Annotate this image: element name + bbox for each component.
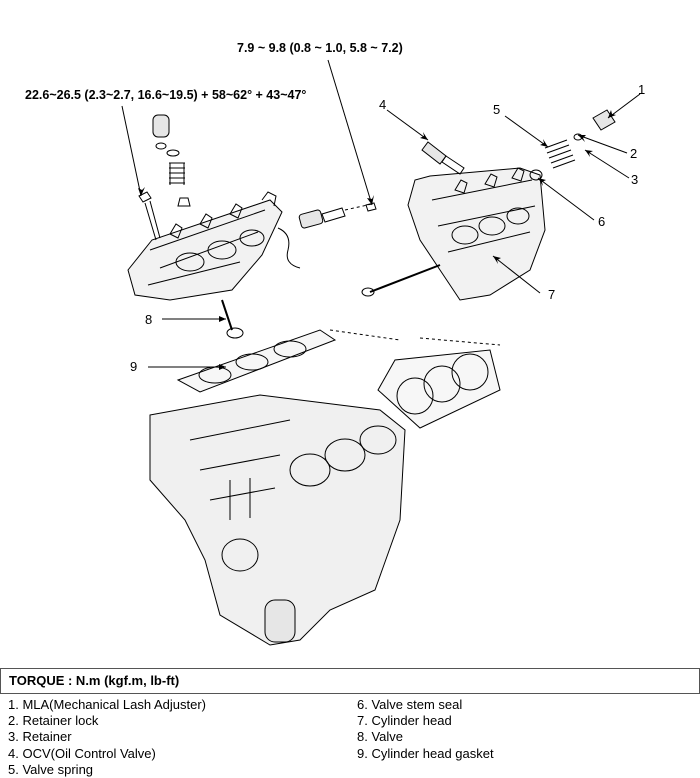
left-cylinder-head (127, 191, 301, 301)
torque-unit-title: TORQUE : N.m (kgf.m, lb-ft) (9, 673, 180, 688)
leader-arrowheads (138, 110, 616, 370)
legend-item: 8. Valve (357, 729, 404, 745)
legend-right-column: 6. Valve stem seal 7. Cylinder head 8. V… (357, 697, 494, 762)
callout-7: 7 (548, 287, 556, 302)
callout-5: 5 (493, 102, 501, 117)
head-bolt-torque-label: 22.6~26.5 (2.3~2.7, 16.6~19.5) + 58~62° … (25, 88, 307, 102)
right-valve (361, 264, 441, 297)
callout-1: 1 (638, 82, 646, 97)
callout-9: 9 (130, 359, 138, 374)
callout-2: 2 (630, 146, 638, 161)
left-valve-parts (152, 114, 191, 207)
right-head-gasket (377, 349, 501, 429)
left-ocv (298, 203, 373, 229)
legend-item: 5. Valve spring (8, 761, 94, 777)
legend-item: 7. Cylinder head (357, 713, 452, 729)
leader-lines (121, 59, 641, 368)
engine-block (149, 394, 406, 646)
legend-item: 1. MLA(Mechanical Lash Adjuster) (8, 697, 206, 712)
head-bolt (138, 191, 161, 241)
callout-6: 6 (598, 214, 606, 229)
callout-4: 4 (379, 97, 387, 112)
legend-item: 9. Cylinder head gasket (357, 745, 494, 761)
right-ocv (421, 141, 465, 175)
legend-left-column: 1. MLA(Mechanical Lash Adjuster) 2. Reta… (8, 697, 206, 778)
exploded-view-diagram (121, 59, 641, 646)
torque-unit-bar: TORQUE : N.m (kgf.m, lb-ft) (0, 668, 700, 694)
callout-3: 3 (631, 172, 639, 187)
right-cylinder-head (407, 167, 546, 301)
legend-item: 6. Valve stem seal (357, 697, 463, 712)
legend-item: 4. OCV(Oil Control Valve) (8, 745, 156, 761)
legend-item: 2. Retainer lock (8, 713, 99, 729)
left-head-gasket (176, 329, 337, 393)
left-valve (221, 299, 244, 339)
ocv-bolt-torque-label: 7.9 ~ 9.8 (0.8 ~ 1.0, 5.8 ~ 7.2) (237, 41, 403, 55)
callout-8: 8 (145, 312, 153, 327)
legend-item: 3. Retainer (8, 729, 72, 745)
